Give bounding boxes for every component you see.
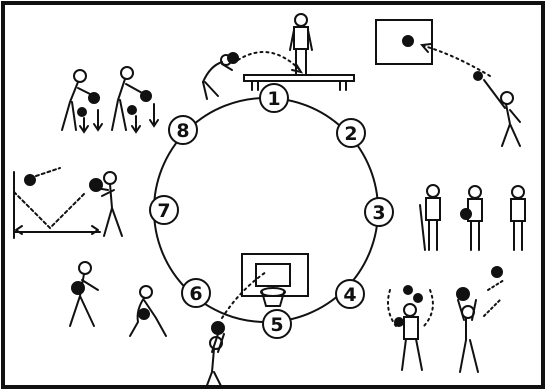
station-marker-4: 4 xyxy=(335,279,365,309)
station-marker-1: 1 xyxy=(259,83,289,113)
station-number: 6 xyxy=(189,283,202,305)
station-number: 8 xyxy=(176,120,189,142)
station-marker-3: 3 xyxy=(364,197,394,227)
station-marker-5: 5 xyxy=(262,309,292,339)
station-number: 4 xyxy=(343,284,356,306)
station-1-illustration xyxy=(202,13,355,100)
station-3-illustration xyxy=(419,184,526,251)
station-4-illustration xyxy=(387,266,505,373)
station-number: 1 xyxy=(267,88,280,110)
station-number: 3 xyxy=(372,202,385,224)
station-marker-7: 7 xyxy=(149,195,179,225)
station-marker-2: 2 xyxy=(336,118,366,148)
station-7-illustration xyxy=(13,167,123,239)
station-marker-6: 6 xyxy=(181,278,211,308)
station-5-illustration xyxy=(205,253,309,389)
station-number: 5 xyxy=(270,314,283,336)
station-6-illustration xyxy=(69,261,167,337)
station-2-illustration xyxy=(375,19,521,147)
station-number: 7 xyxy=(157,200,170,222)
station-marker-8: 8 xyxy=(168,115,198,145)
station-number: 2 xyxy=(344,123,357,145)
station-8-illustration xyxy=(61,66,159,134)
